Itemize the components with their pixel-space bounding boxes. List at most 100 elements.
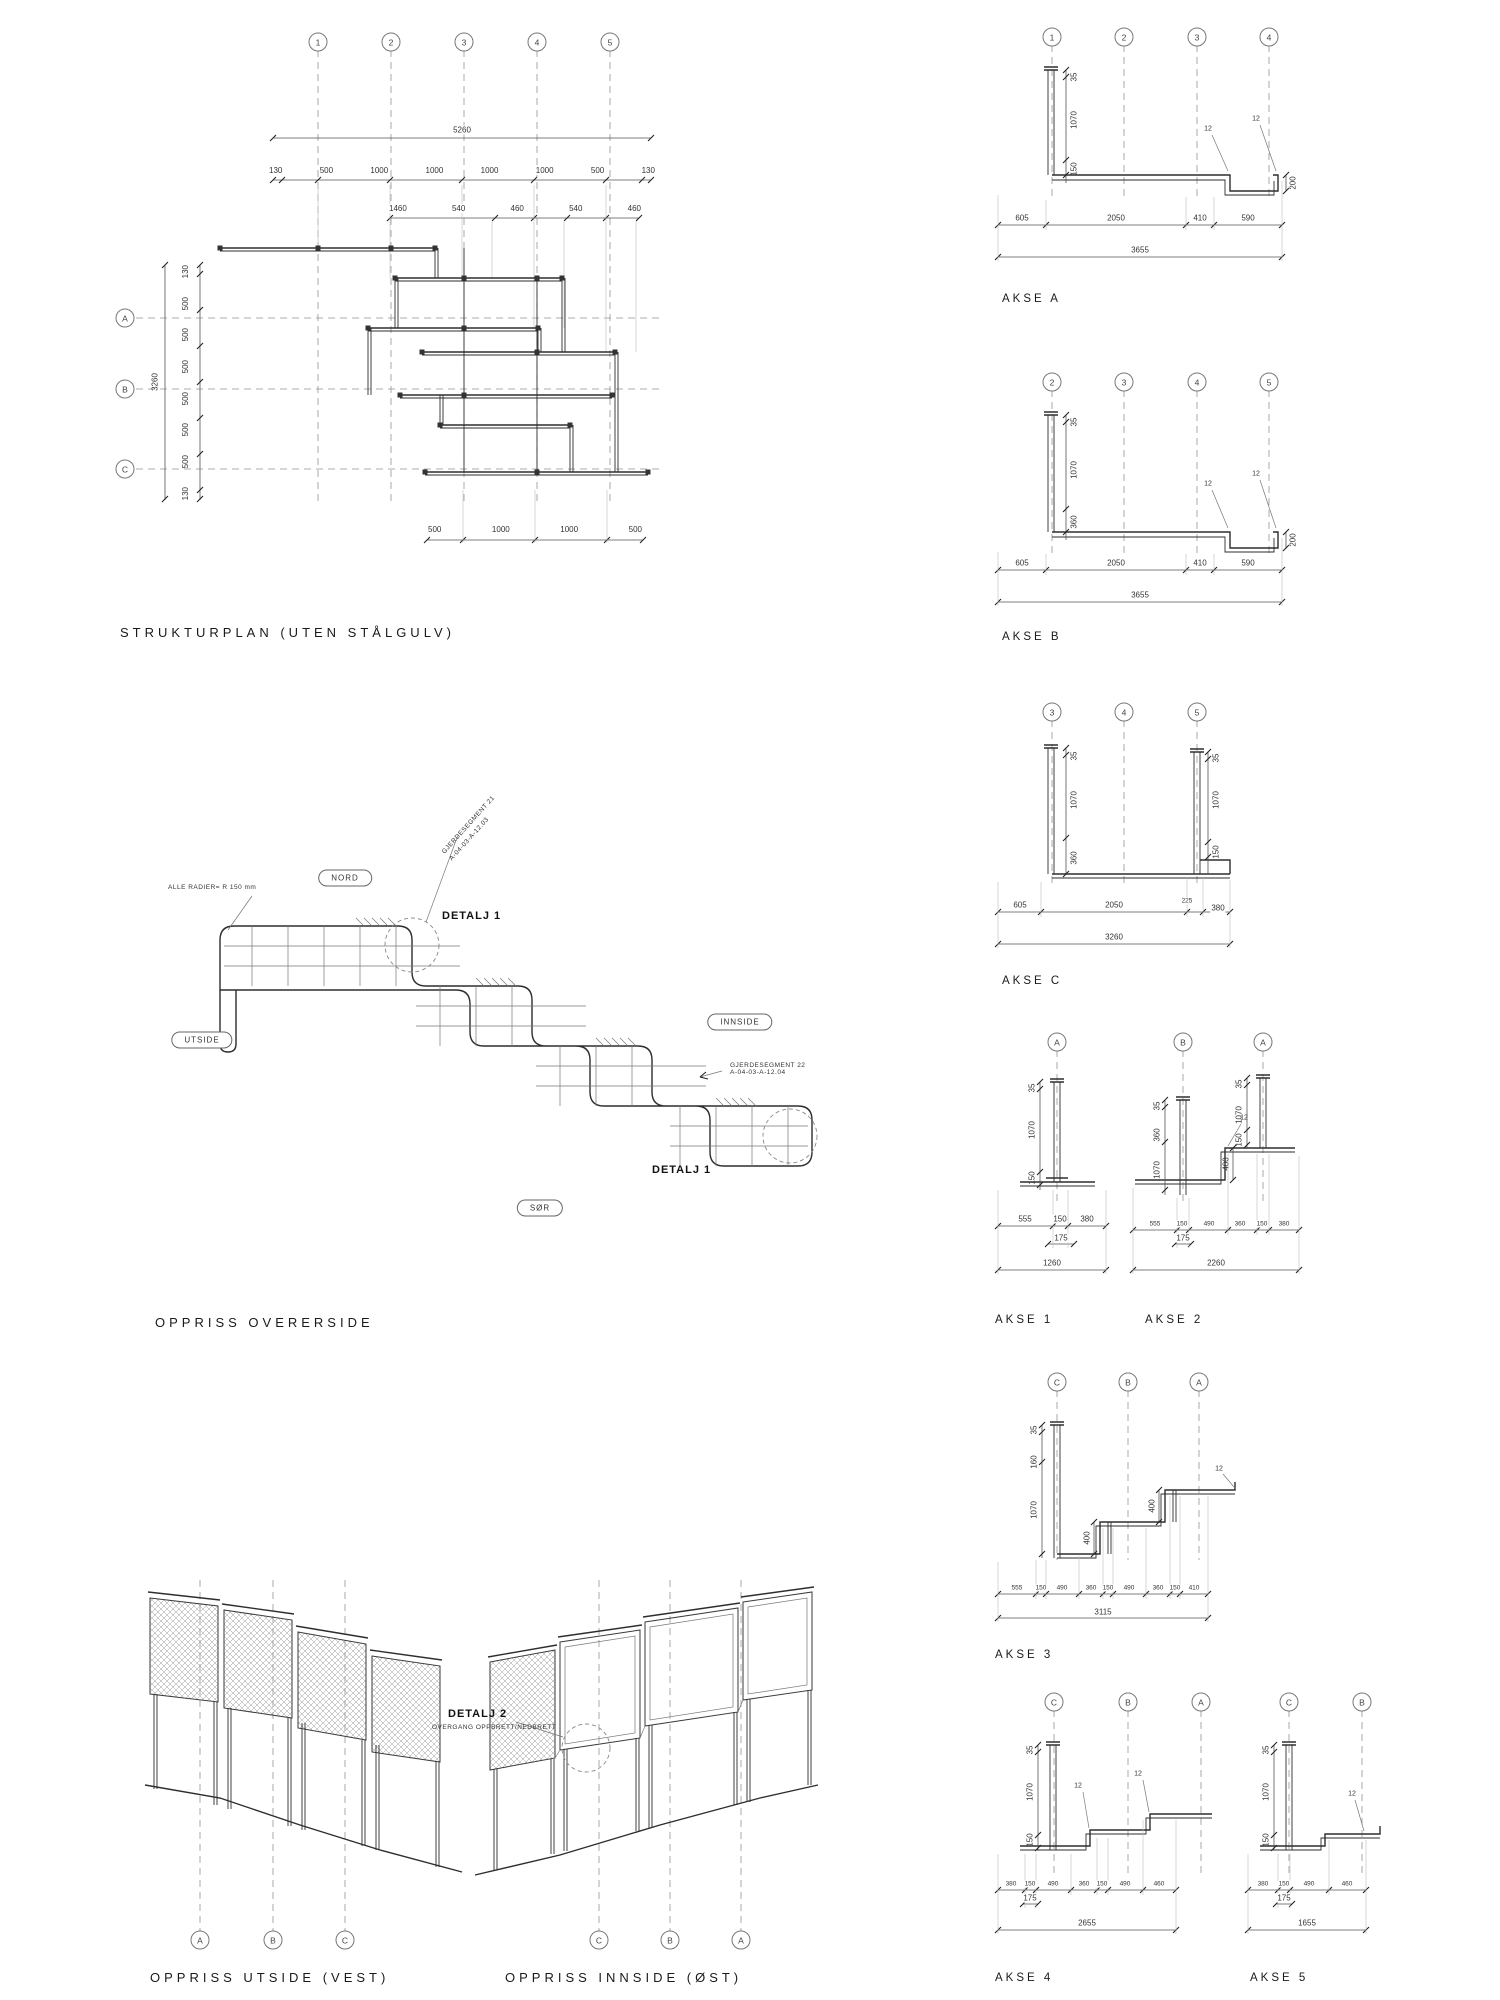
dim-label: 500: [180, 359, 190, 374]
sor-label: SØR: [516, 1199, 564, 1217]
gjerdeseg-22-ref: A-04-03-A-12.04: [730, 1069, 786, 1076]
axis-bubble: A: [1189, 1372, 1209, 1392]
nord-label: NORD: [318, 869, 372, 887]
detalj1-label-bottom: DETALJ 1: [652, 1164, 712, 1176]
dim-label: 5260: [452, 125, 472, 135]
axis-bubble: 2: [1114, 27, 1134, 47]
axis-bubble: 3: [1042, 702, 1062, 722]
axis-bubble: A: [731, 1930, 751, 1950]
axis-bubble: B: [1118, 1372, 1138, 1392]
dim-label: 150: [1101, 1584, 1115, 1592]
dim-label: 400: [1082, 1531, 1092, 1545]
axis-bubble: 2: [381, 32, 401, 52]
dim-label: 410: [1192, 558, 1208, 568]
dim-label: 380: [1277, 1220, 1291, 1228]
akse-b-section: 2 3 4 5 35 1070 360 12 12 200 605 2050 4…: [990, 370, 1300, 680]
dim-label: 150: [1034, 1584, 1048, 1592]
dim-label: 150: [1052, 1214, 1068, 1224]
dim-label: 555: [1017, 1214, 1033, 1224]
dim-label: 1070: [1152, 1161, 1162, 1179]
akse-4-section: C B A 35 1070 150 12 12 380 150 490 360 …: [990, 1690, 1220, 2000]
axis-bubble: 3: [1187, 27, 1207, 47]
axis-bubble: 2: [1042, 372, 1062, 392]
dim-label: 3115: [1093, 1607, 1113, 1617]
dim-label: 360: [1069, 515, 1079, 529]
dim-label: 130: [640, 166, 656, 175]
akse-a-linework: [994, 45, 1290, 261]
dim-label: 400: [1221, 1157, 1231, 1171]
dim-label: 35: [1027, 1083, 1037, 1093]
dim-label: 1070: [1029, 1501, 1039, 1519]
dim-label: 360: [1084, 1584, 1098, 1592]
section-label: AKSE 3: [995, 1649, 1054, 1661]
axis-bubble: 5: [600, 32, 620, 52]
akse-2-section: B A 35 360 1070 35 1070 150 400 12 555 1…: [1125, 1030, 1305, 1350]
dim-label: 360: [1069, 851, 1079, 865]
dim-label: 590: [1240, 558, 1256, 568]
oppriss-ost-drawing: C B A OPPRISS INNSIDE (ØST): [460, 1540, 830, 2000]
akse-4-linework: [994, 1710, 1212, 1934]
innside-label: INNSIDE: [707, 1013, 773, 1031]
dim-label: 540: [568, 204, 584, 213]
axis-bubble: 3: [1114, 372, 1134, 392]
dim-label: 490: [1118, 1880, 1132, 1888]
dim-label: 490: [1122, 1584, 1136, 1592]
dim-label: 12: [1252, 115, 1260, 123]
dim-label: 225: [1180, 897, 1194, 905]
dim-label: 12: [1074, 1782, 1082, 1790]
dim-label: 150: [1168, 1584, 1182, 1592]
axis-bubble: C: [1047, 1372, 1067, 1392]
akse-b-linework: [994, 390, 1290, 606]
dim-label: 1000: [424, 166, 445, 175]
akse-3-linework: [994, 1390, 1236, 1622]
axis-bubble: C: [589, 1930, 609, 1950]
dim-label: 150: [1069, 162, 1079, 176]
axis-bubble: 5: [1187, 702, 1207, 722]
dim-label: 590: [1240, 213, 1256, 223]
dim-label: 605: [1014, 213, 1030, 223]
section-label: AKSE 2: [1145, 1314, 1204, 1326]
dim-label: 12: [1204, 480, 1212, 488]
dim-label: 35: [1211, 753, 1221, 763]
dim-label: 500: [180, 423, 190, 437]
dim-label: 555: [1010, 1584, 1024, 1592]
dim-label: 1460: [388, 204, 408, 213]
akse-c-section: 3 4 5 35 1070 360 35 1070 150 605 2050 2…: [990, 700, 1300, 1020]
akse-3-section: C B A 35 160 1070 400 400 12 555 150 490…: [990, 1370, 1250, 1690]
dim-label: 35: [1261, 1745, 1271, 1755]
detalj2-sublabel: OVERGANG OPPBRETT/NEDBRETT: [432, 1724, 557, 1731]
utside-label: UTSIDE: [171, 1031, 233, 1049]
axis-bubble: C: [1044, 1692, 1064, 1712]
dim-label: 490: [1202, 1220, 1216, 1228]
dim-label: 1000: [369, 166, 390, 175]
dim-label: 175: [1053, 1233, 1069, 1243]
axis-bubble: 3: [454, 32, 474, 52]
axis-bubble: B: [115, 379, 135, 399]
dim-label: 410: [1187, 1584, 1201, 1592]
axis-bubble: 4: [1259, 27, 1279, 47]
dim-label: 150: [1261, 1833, 1271, 1847]
dim-label: 500: [427, 525, 443, 534]
akse-1-section: A 35 1070 150 555 150 380 175 1260 AKSE …: [990, 1030, 1120, 1350]
dim-label: 1000: [490, 525, 511, 534]
drawing-title: STRUKTURPLAN (UTEN STÅLGULV): [120, 625, 455, 640]
dim-label: 35: [1029, 1425, 1039, 1435]
dim-label: 150: [1027, 1171, 1037, 1185]
axis-bubble: A: [1191, 1692, 1211, 1712]
dim-label: 555: [1148, 1220, 1162, 1228]
dim-label: 360: [1152, 1128, 1162, 1142]
dim-label: 500: [318, 166, 335, 175]
axis-bubble: B: [660, 1930, 680, 1950]
axis-bubble: 4: [1187, 372, 1207, 392]
drawing-title: OPPRISS OVERERSIDE: [155, 1315, 374, 1330]
dim-label: 500: [589, 166, 606, 175]
section-label: AKSE A: [1002, 293, 1061, 305]
dim-label: 490: [1046, 1880, 1060, 1888]
dim-label: 35: [1234, 1079, 1244, 1089]
axis-bubble: C: [335, 1930, 355, 1950]
dim-label: 175: [1022, 1893, 1038, 1903]
oppriss-ost-linework: [474, 1580, 819, 1932]
dim-label: 360: [1077, 1880, 1091, 1888]
